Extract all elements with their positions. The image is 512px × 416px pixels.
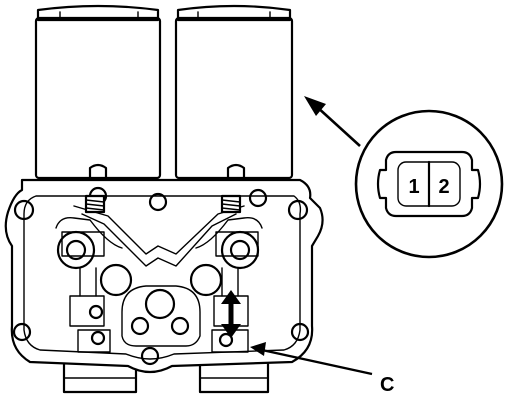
connector-pointer-arrow: [304, 96, 361, 147]
left-spring-screw: [84, 194, 106, 214]
right-solenoid: [174, 4, 294, 180]
callout-label: C: [380, 374, 394, 396]
connector-pin-2: 2: [438, 176, 449, 198]
valve-body: [4, 178, 324, 374]
left-solenoid: [34, 4, 162, 180]
connector-detail: 1 2: [354, 109, 504, 259]
callout-c: C: [250, 342, 394, 396]
connector-pin-1: 1: [408, 176, 419, 198]
double-arrow-icon: [221, 290, 241, 338]
right-spring-screw: [220, 194, 242, 214]
